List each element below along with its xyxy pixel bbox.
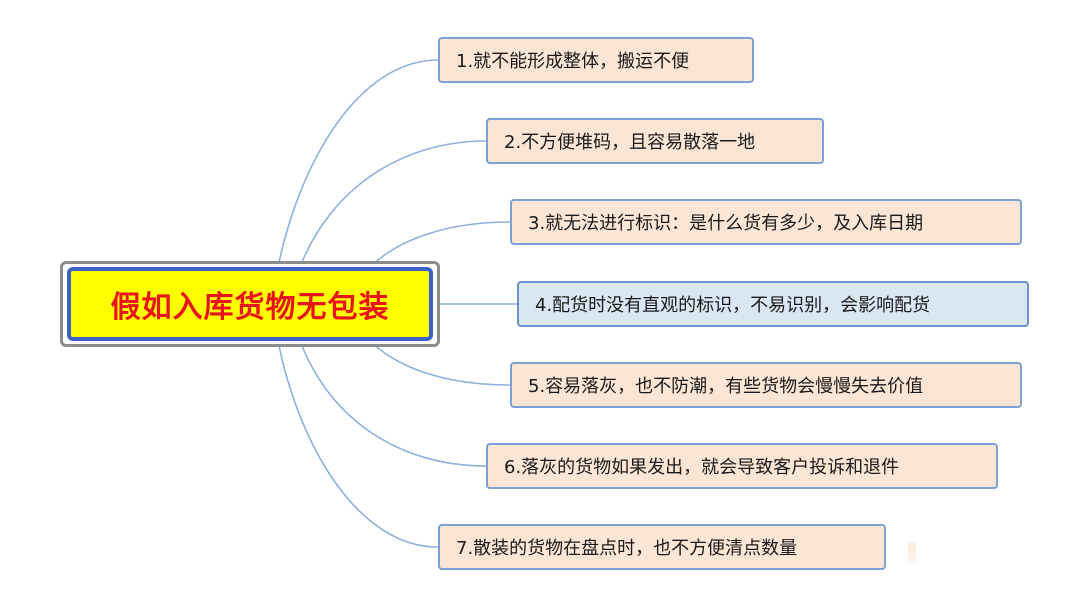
decorative-mark xyxy=(908,542,916,562)
connector-2 xyxy=(299,140,487,268)
branch-node-label: 4.配货时没有直观的标识，不易识别，会影响配货 xyxy=(535,295,931,316)
branch-node-2[interactable]: 2.不方便堆码，且容易散落一地 xyxy=(486,118,824,164)
branch-node-label: 7.散装的货物在盘点时，也不方便清点数量 xyxy=(456,538,798,559)
connector-6 xyxy=(299,340,487,467)
branch-node-5[interactable]: 5.容易落灰，也不防潮，有些货物会慢慢失去价值 xyxy=(510,362,1022,408)
branch-node-label: 1.就不能形成整体，搬运不便 xyxy=(456,51,690,72)
branch-node-4[interactable]: 4.配货时没有直观的标识，不易识别，会影响配货 xyxy=(517,281,1029,327)
branch-node-7[interactable]: 7.散装的货物在盘点时，也不方便清点数量 xyxy=(438,524,886,570)
branch-node-1[interactable]: 1.就不能形成整体，搬运不便 xyxy=(438,37,754,83)
branch-node-label: 3.就无法进行标识：是什么货有多少，及入库日期 xyxy=(528,213,924,234)
root-node-label: 假如入库货物无包装 xyxy=(110,290,390,325)
branch-node-label: 6.落灰的货物如果发出，就会导致客户投诉和退件 xyxy=(504,457,900,478)
connector-3 xyxy=(369,221,511,268)
branch-node-label: 2.不方便堆码，且容易散落一地 xyxy=(504,132,756,153)
branch-node-6[interactable]: 6.落灰的货物如果发出，就会导致客户投诉和退件 xyxy=(486,443,998,489)
connector-5 xyxy=(369,340,511,386)
branch-node-label: 5.容易落灰，也不防潮，有些货物会慢慢失去价值 xyxy=(528,376,924,397)
connector-7 xyxy=(277,340,439,548)
root-node[interactable]: 假如入库货物无包装 xyxy=(67,267,433,341)
connector-1 xyxy=(277,59,439,268)
branch-node-3[interactable]: 3.就无法进行标识：是什么货有多少，及入库日期 xyxy=(510,199,1022,245)
